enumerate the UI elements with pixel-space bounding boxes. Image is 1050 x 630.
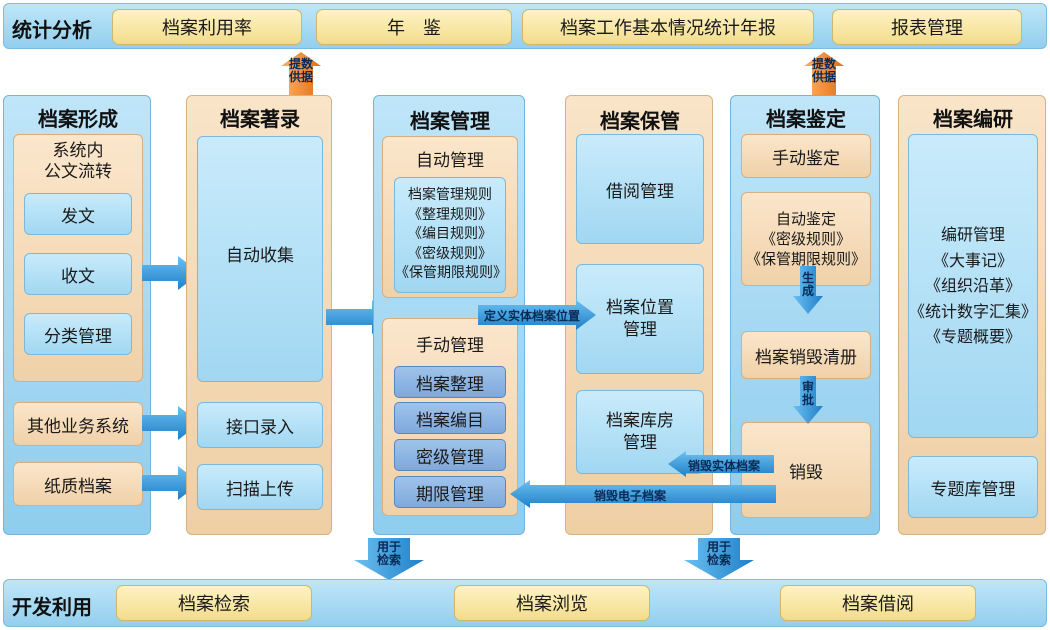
destroy-list-box[interactable]: 档案销毁清册: [741, 331, 871, 379]
secrecy-management-button[interactable]: 密级管理: [394, 439, 506, 471]
research-title: 档案编研: [933, 107, 1013, 131]
appraisal-title: 档案鉴定: [766, 107, 846, 131]
cataloging-title: 档案著录: [220, 107, 300, 131]
define-location-arrow: 定义实体档案位置: [478, 300, 596, 330]
formation-column: 档案形成 系统内 公文流转 发文 收文 分类管理 其他业务系统 纸质档案: [3, 95, 151, 535]
formation-title: 档案形成: [38, 107, 118, 131]
archive-catalog-button[interactable]: 档案编目: [394, 402, 506, 434]
interface-entry-box[interactable]: 接口录入: [197, 402, 323, 448]
stats-analysis-band: 统计分析 档案利用率 年 鉴 档案工作基本情况统计年报 报表管理: [3, 3, 1047, 49]
archive-borrow-button[interactable]: 档案借阅: [780, 585, 976, 621]
development-utilization-title: 开发利用: [12, 595, 92, 619]
cataloging-column: 档案著录 自动收集 接口录入 扫描上传: [186, 95, 332, 535]
flow-arrow-other-system: [142, 406, 200, 440]
report-management-button[interactable]: 报表管理: [832, 9, 1022, 45]
auto-management-rules[interactable]: 档案管理规则 《整理规则》 《编目规则》 《密级规则》 《保管期限规则》: [394, 177, 507, 293]
retention-management-button[interactable]: 期限管理: [394, 476, 506, 508]
archive-browse-button[interactable]: 档案浏览: [454, 585, 650, 621]
generate-arrow: 生 成: [793, 266, 823, 314]
down-arrow-icon: [793, 376, 823, 424]
down-arrow-icon: [684, 538, 754, 580]
paper-archive-box[interactable]: 纸质档案: [13, 462, 143, 506]
provide-data-arrow-left: 提数 供据: [281, 52, 321, 96]
provide-data-arrow-right: 提数 供据: [804, 52, 844, 96]
send-doc-button[interactable]: 发文: [24, 193, 132, 235]
auto-management-title: 自动管理: [416, 151, 484, 171]
destroy-physical-arrow: 销毁实体档案: [668, 451, 774, 477]
flow-arrow-paper: [142, 466, 200, 500]
destroy-physical-label: 销毁实体档案: [688, 459, 761, 473]
provide-data-label: 提数 供据: [811, 57, 836, 84]
manual-management-title: 手动管理: [416, 336, 484, 356]
research-column: 档案编研 编研管理 《大事记》 《组织沿革》 《统计数字汇集》 《专题概要》 专…: [898, 95, 1046, 535]
up-arrow-icon: [804, 52, 844, 96]
manual-appraisal-box[interactable]: 手动鉴定: [741, 134, 871, 178]
receive-doc-button[interactable]: 收文: [24, 253, 132, 295]
classification-button[interactable]: 分类管理: [24, 313, 132, 355]
provide-data-label: 提数 供据: [288, 57, 313, 84]
scan-upload-box[interactable]: 扫描上传: [197, 464, 323, 510]
right-arrow-icon: [478, 300, 596, 330]
destroy-electronic-label: 销毁电子档案: [594, 489, 667, 503]
internal-doc-flow-label: 系统内 公文流转: [44, 141, 112, 183]
down-arrow-icon: [793, 266, 823, 314]
destroy-electronic-arrow: 销毁电子档案: [510, 480, 776, 508]
approve-label: 审 批: [801, 380, 814, 407]
archive-search-button[interactable]: 档案检索: [116, 585, 312, 621]
location-management-box[interactable]: 档案位置 管理: [576, 264, 704, 374]
research-management-box[interactable]: 编研管理 《大事记》 《组织沿革》 《统计数字汇集》 《专题概要》: [908, 134, 1038, 438]
for-retrieval-arrow-right: 用于 检索: [684, 538, 754, 580]
stats-analysis-title: 统计分析: [12, 18, 92, 42]
other-business-system-box[interactable]: 其他业务系统: [13, 402, 143, 446]
flow-arrow-receive: [142, 256, 200, 290]
archive-arrangement-button[interactable]: 档案整理: [394, 366, 506, 398]
down-arrow-icon: [354, 538, 424, 580]
left-arrow-icon: [510, 480, 776, 508]
borrow-management-box[interactable]: 借阅管理: [576, 134, 704, 244]
up-arrow-icon: [281, 52, 321, 96]
archive-utilization-button[interactable]: 档案利用率: [112, 9, 302, 45]
for-retrieval-label: 用于 检索: [376, 540, 401, 567]
for-retrieval-arrow-left: 用于 检索: [354, 538, 424, 580]
management-title: 档案管理: [410, 109, 490, 133]
define-location-label: 定义实体档案位置: [484, 309, 581, 323]
development-utilization-band: 开发利用 档案检索 档案浏览 档案借阅: [3, 579, 1047, 627]
auto-collect-label: 自动收集: [226, 246, 294, 266]
yearbook-button[interactable]: 年 鉴: [316, 9, 512, 45]
generate-label: 生 成: [801, 271, 814, 298]
auto-collect-box[interactable]: 自动收集: [197, 136, 323, 382]
approve-arrow: 审 批: [793, 376, 823, 424]
topic-database-box[interactable]: 专题库管理: [908, 456, 1038, 518]
for-retrieval-label: 用于 检索: [706, 540, 731, 567]
auto-appraisal-box[interactable]: 自动鉴定 《密级规则》 《保管期限规则》: [741, 192, 871, 286]
annual-statistics-report-button[interactable]: 档案工作基本情况统计年报: [522, 9, 814, 45]
left-arrow-icon: [668, 451, 774, 477]
custody-title: 档案保管: [600, 109, 680, 133]
